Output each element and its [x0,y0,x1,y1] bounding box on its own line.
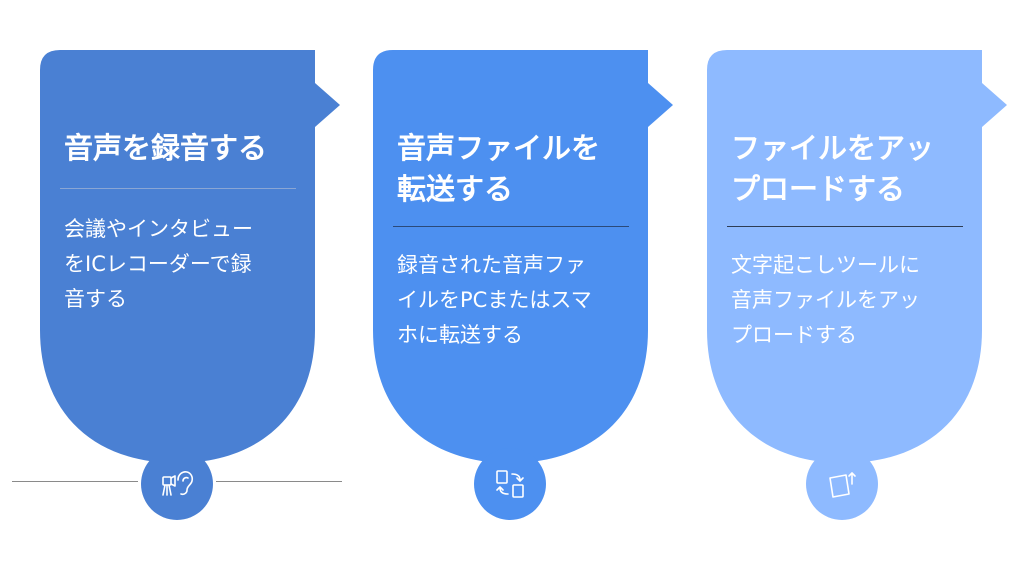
step-title: ファイルをアッ プロードする [731,131,935,206]
step-divider [60,188,296,189]
step-divider [393,226,629,227]
step-icon-badge [141,448,213,520]
step-icon-badge [806,448,878,520]
base-line-right [216,481,342,482]
step-description: 録音された音声ファ イルをPCまたはスマ ホに転送する [397,253,592,347]
file-transfer-icon [496,470,524,498]
step-divider [727,226,963,227]
card-shape [373,50,673,463]
step-icon-badge [474,448,546,520]
step-card-transfer: 音声ファイルを 転送する 録音された音声ファ イルをPCまたはスマ ホに転送する [373,50,673,470]
recorder-icon [162,471,194,496]
step-description: 文字起こしツールに 音声ファイルをアッ プロードする [731,253,920,347]
card-shape [707,50,1007,463]
card-shape [40,50,340,463]
step-card-record: 音声を録音する 会議やインタビュー をICレコーダーで録 音する [40,50,340,470]
step-card-upload: ファイルをアッ プロードする 文字起こしツールに 音声ファイルをアッ プロードす… [707,50,1007,470]
step-title: 音声ファイルを 転送する [397,131,601,206]
upload-icon [829,472,856,498]
step-description: 会議やインタビュー をICレコーダーで録 音する [64,217,253,311]
step-title: 音声を録音する [64,131,268,165]
base-line-left [12,481,138,482]
